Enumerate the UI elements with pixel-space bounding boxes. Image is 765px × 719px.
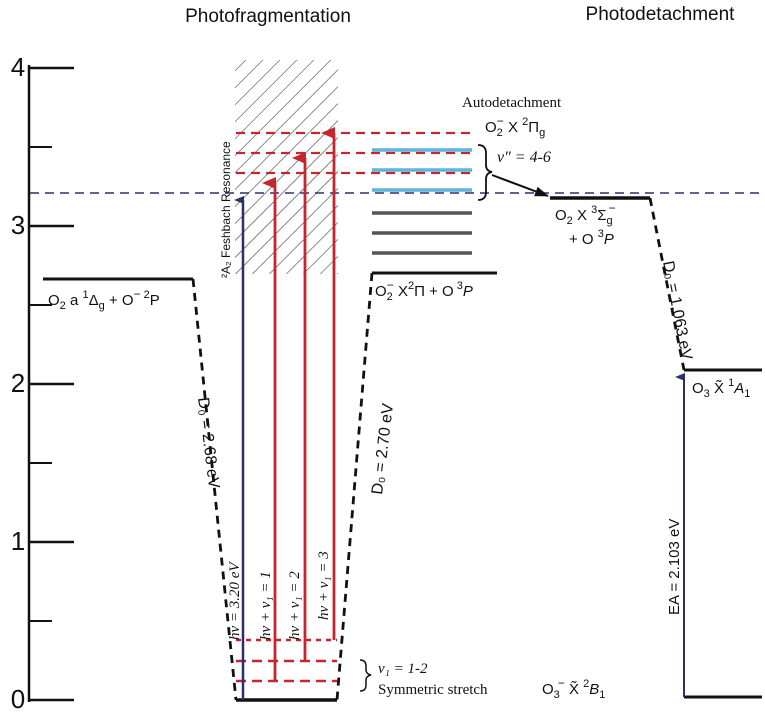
level-o2x-res-label: O2− X 2Πg (485, 114, 545, 139)
d0-left-label: D₀ = 2.68 eV (194, 396, 222, 489)
header-photodetachment: Photodetachment (586, 4, 736, 25)
hv-label-1: hν + ν₁ = 1 (258, 571, 274, 640)
ea-label: EA = 2.103 eV (666, 519, 683, 615)
level-o2a-label: O2 a 1Δg + O− 2P (48, 287, 160, 312)
tick-label-4: 4 (11, 52, 25, 82)
level-o2-neutral-label-2: + O 3P (569, 228, 614, 248)
correlation-line-mid (335, 272, 374, 701)
tick-label-2: 2 (11, 368, 25, 398)
y-axis: 4 3 2 1 0 (11, 52, 74, 714)
v1-label: v₁ = 1-2 (378, 661, 428, 677)
level-o2x-label: O2− X2Π + O 3P (375, 278, 473, 303)
d0-right-label: D₀ = 1.063 eV (659, 260, 695, 362)
level-o3-neutral-label: O3 X̃ 1A1 (692, 377, 750, 400)
hv-label-3: hν + ν₁ = 3 (316, 551, 332, 620)
vib-label: v″ = 4-6 (497, 149, 551, 166)
d0-mid-label: D₀ = 2.70 eV (369, 402, 397, 495)
tick-label-0: 0 (11, 684, 25, 714)
v1-brace (359, 659, 372, 692)
hv-label-2: hν + ν₁ = 2 (287, 571, 303, 640)
hv-label-0: hν = 3.20 eV (227, 561, 243, 640)
feshbach-hatched-region (235, 60, 338, 274)
correlation-line-left (191, 278, 238, 701)
feshbach-label: ²A₂ Feshbach Resonance (219, 141, 233, 278)
tick-label-3: 3 (11, 210, 25, 240)
correlation-line-right (648, 197, 686, 371)
level-o2-neutral-label-1: O2 X 3Σg− (555, 201, 616, 227)
header-photofragmentation: Photofragmentation (185, 6, 351, 27)
autodetachment-label: Autodetachment (462, 95, 562, 111)
sym-stretch-label: Symmetric stretch (378, 682, 488, 698)
tick-label-1: 1 (11, 526, 25, 556)
level-o3m-label: O3− X̃ 2B1 (542, 676, 605, 701)
vibration-brace (477, 144, 493, 201)
autodetachment-arrow (491, 174, 549, 197)
